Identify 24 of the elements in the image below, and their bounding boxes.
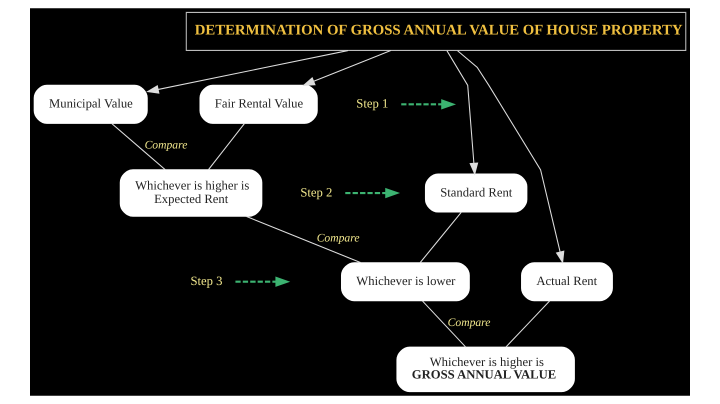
node-box: Whichever is higher is Expected Rent: [120, 169, 262, 217]
node-box: Standard Rent: [424, 173, 528, 213]
node-box: Whichever is higher is GROSS ANNUAL VALUE: [396, 346, 575, 392]
connector: [505, 300, 550, 348]
node-box: DETERMINATION OF GROSS ANNUAL VALUE OF HOUSE PROPERTY: [186, 12, 686, 51]
node-box: Fair Rental Value: [199, 84, 318, 124]
arrow: [446, 50, 478, 176]
arrow: [457, 50, 564, 264]
node-text: Step 2: [300, 185, 332, 200]
connector: [246, 216, 361, 264]
node-text: Step 1: [356, 96, 388, 111]
connector: [208, 123, 245, 170]
node-text: Step 3: [190, 274, 223, 288]
connector: [422, 300, 466, 348]
node-box: Whichever is lower: [341, 262, 470, 302]
node-box: Municipal Value: [34, 84, 148, 124]
arrow: [302, 50, 391, 86]
edge-label: Compare: [448, 316, 490, 329]
connector: [420, 212, 462, 263]
edge-label: Compare: [144, 138, 188, 152]
edge-label: Compare: [316, 231, 360, 244]
connector: [112, 123, 166, 170]
arrow: [146, 50, 348, 94]
node-box: Actual Rent: [521, 262, 613, 302]
